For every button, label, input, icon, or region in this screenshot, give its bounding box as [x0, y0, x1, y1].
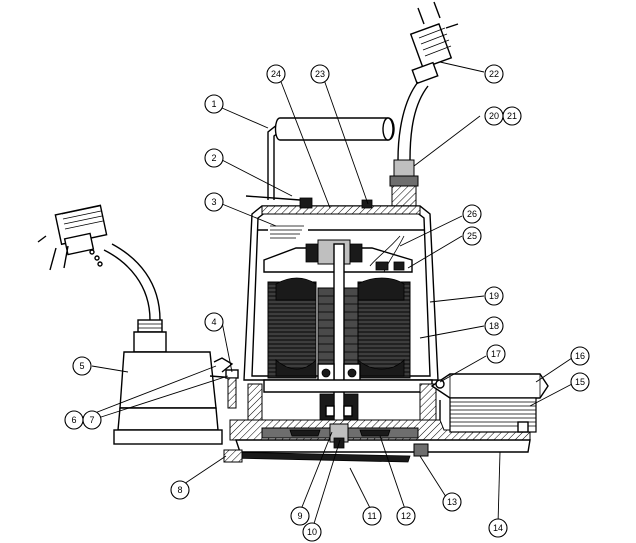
callout-label: 9	[297, 511, 302, 521]
callout-label: 19	[489, 291, 499, 301]
housing-bolts	[245, 195, 373, 209]
callout-6: 6	[64, 410, 84, 430]
callout-label: 3	[211, 197, 216, 207]
nameplate-label	[268, 222, 308, 244]
callout-label: 15	[575, 377, 585, 387]
callout-4: 4	[204, 312, 224, 332]
stator-winding	[267, 277, 411, 379]
callout-16: 16	[570, 346, 590, 366]
callout-19: 19	[484, 286, 504, 306]
callout-25: 25	[462, 226, 482, 246]
callout-label: 2	[211, 153, 216, 163]
callout-9: 9	[290, 506, 310, 526]
capacitor-wiring	[369, 235, 405, 273]
float-switch-plug	[37, 204, 108, 271]
float-switch-body	[113, 319, 223, 445]
callout-label: 22	[489, 69, 499, 79]
callout-22: 22	[484, 64, 504, 84]
check-plug	[435, 379, 445, 389]
callout-label: 6	[71, 415, 76, 425]
callout-3: 3	[204, 192, 224, 212]
callout-label: 4	[211, 317, 216, 327]
callout-label: 20	[489, 111, 499, 121]
callout-7: 7	[82, 410, 102, 430]
callout-label: 26	[467, 209, 477, 219]
motor-end-bell	[247, 379, 437, 421]
callout-label: 10	[307, 527, 317, 537]
callout-label: 23	[315, 69, 325, 79]
callout-label: 25	[467, 231, 477, 241]
motor-shaft	[333, 243, 345, 445]
callout-14: 14	[488, 518, 508, 538]
callout-15: 15	[570, 372, 590, 392]
callout-label: 12	[401, 511, 411, 521]
callout-label: 5	[79, 361, 84, 371]
callout-17: 17	[486, 344, 506, 364]
power-plug	[409, 1, 459, 85]
callout-13: 13	[442, 492, 462, 512]
callout-18: 18	[484, 316, 504, 336]
handle	[267, 117, 395, 200]
callout-label: 7	[89, 415, 94, 425]
discharge-outlet	[430, 373, 549, 433]
callout-label: 11	[367, 511, 376, 521]
callout-2: 2	[204, 148, 224, 168]
callout-label: 8	[177, 485, 182, 495]
shaft-seal	[319, 393, 359, 423]
callout-10: 10	[302, 522, 322, 542]
callout-label: 18	[489, 321, 499, 331]
callout-26: 26	[462, 204, 482, 224]
callout-23: 23	[310, 64, 330, 84]
callout-label: 1	[211, 99, 216, 109]
callout-label: 14	[493, 523, 503, 533]
callout-label: 16	[575, 351, 585, 361]
power-cord	[397, 81, 429, 161]
callout-label: 13	[447, 497, 457, 507]
callout-1: 1	[204, 94, 224, 114]
callout-20: 20	[484, 106, 504, 126]
callout-5: 5	[72, 356, 92, 376]
callout-8: 8	[170, 480, 190, 500]
callout-11: 11	[362, 506, 382, 526]
callout-12: 12	[396, 506, 416, 526]
lower-bearing	[317, 363, 361, 383]
callout-label: 24	[271, 69, 281, 79]
callout-label: 21	[507, 111, 517, 121]
callout-21: 21	[502, 106, 522, 126]
callout-24: 24	[266, 64, 286, 84]
leader-lines	[81, 61, 573, 531]
float-switch-cord	[103, 243, 161, 321]
callout-label: 17	[491, 349, 501, 359]
